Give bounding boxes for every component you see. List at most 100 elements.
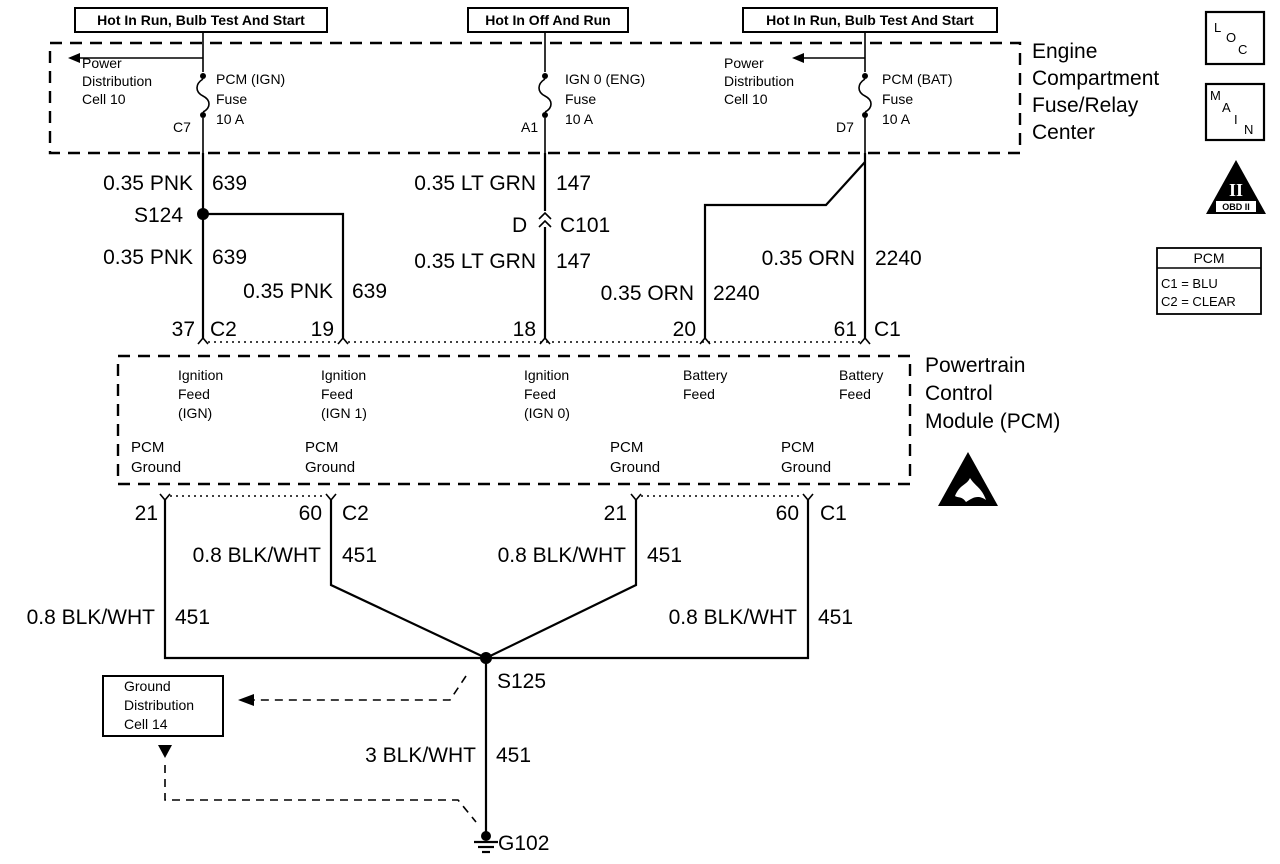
svg-text:PCM: PCM: [781, 439, 814, 456]
svg-text:PCM (BAT): PCM (BAT): [882, 71, 953, 87]
pcm-feed-ign0: Ignition Feed (IGN 0): [524, 367, 570, 421]
svg-text:10 A: 10 A: [565, 111, 594, 127]
svg-text:PCM: PCM: [305, 439, 338, 456]
svg-text:Ground: Ground: [305, 459, 355, 476]
wire-gnd-left-color: 0.8 BLK/WHT: [27, 606, 156, 629]
pcm-lower-pin-markers: [159, 493, 814, 502]
svg-text:Center: Center: [1032, 121, 1095, 144]
main-icon[interactable]: [1204, 82, 1266, 142]
splice-s125: [480, 652, 492, 664]
connector-c101-name: C101: [560, 214, 610, 237]
svg-text:PCM: PCM: [610, 439, 643, 456]
svg-text:Power: Power: [82, 55, 122, 71]
terminal-c7: C7: [173, 119, 191, 135]
fuse-eng-icon: [538, 73, 552, 153]
svg-text:Distribution: Distribution: [82, 73, 152, 89]
splice-s124-label: S124: [134, 204, 183, 227]
svg-text:Ignition: Ignition: [178, 367, 223, 383]
wire-ltgrn-upper-circuit: 147: [556, 172, 591, 195]
wire-orn-branch-color: 0.35 ORN: [601, 282, 694, 305]
connector-c101-pin: D: [512, 214, 527, 237]
svg-text:Cell 14: Cell 14: [124, 716, 168, 732]
wire-gnd-c2-circuit: 451: [342, 544, 377, 567]
pin-60-c1: 60: [776, 502, 799, 525]
wire-gnd-right: [486, 500, 810, 660]
svg-text:L: L: [1214, 20, 1221, 35]
fuse-bat-label: PCM (BAT) Fuse 10 A: [882, 71, 953, 127]
pin-61: 61: [834, 318, 857, 341]
wire-pnk-lower-circuit: 639: [212, 246, 247, 269]
arrow-left-gd-icon: [238, 694, 254, 706]
svg-text:Cell 10: Cell 10: [724, 91, 768, 107]
ground-g102-label: G102: [498, 832, 549, 855]
wire-gnd-c1-mid-color: 0.8 BLK/WHT: [498, 544, 627, 567]
pcm-feed-battery-1: Battery Feed: [683, 367, 727, 402]
header-box-right: [742, 7, 998, 33]
svg-text:Feed: Feed: [683, 386, 715, 402]
svg-text:Feed: Feed: [321, 386, 353, 402]
svg-text:PCM (IGN): PCM (IGN): [216, 71, 285, 87]
svg-text:Ignition: Ignition: [524, 367, 569, 383]
svg-text:IGN 0 (ENG): IGN 0 (ENG): [565, 71, 645, 87]
pin-21-c2: 21: [135, 502, 158, 525]
wire-gnd-c1-mid: [485, 500, 638, 659]
wire-orn-main-color: 0.35 ORN: [762, 247, 855, 270]
svg-text:Battery: Battery: [839, 367, 883, 383]
wire-pnk-upper-color: 0.35 PNK: [103, 172, 193, 195]
pin-c2-upper: C2: [210, 318, 237, 341]
splice-s124: [197, 208, 209, 220]
svg-text:Module (PCM): Module (PCM): [925, 410, 1060, 433]
wire-gnd-c2-color: 0.8 BLK/WHT: [193, 544, 322, 567]
svg-text:10 A: 10 A: [216, 111, 245, 127]
header-right: Hot In Run, Bulb Test And Start: [766, 12, 974, 28]
arrow-right-pd-icon: [792, 53, 804, 63]
wire-gnd-c2: [329, 500, 487, 659]
svg-text:C: C: [1238, 42, 1247, 57]
wire-ltgrn-upper-color: 0.35 LT GRN: [414, 172, 536, 195]
arrow-left-icon: [68, 53, 80, 63]
pcm-title: Powertrain Control Module (PCM): [925, 354, 1060, 433]
wire-orn-branch: [703, 161, 866, 338]
svg-text:Ignition: Ignition: [321, 367, 366, 383]
power-dist-right-label: Power Distribution Cell 10: [724, 55, 794, 107]
header-box-left: [74, 7, 328, 33]
fuse-eng-label: IGN 0 (ENG) Fuse 10 A: [565, 71, 645, 127]
wire-orn-main-circuit: 2240: [875, 247, 922, 270]
svg-text:Powertrain: Powertrain: [925, 354, 1025, 377]
pin-21-c1: 21: [604, 502, 627, 525]
svg-text:PCM: PCM: [131, 439, 164, 456]
ground-distribution-box: [102, 675, 224, 737]
svg-text:10 A: 10 A: [882, 111, 911, 127]
wire-pnk-branch-circuit: 639: [352, 280, 387, 303]
pin-c1-upper: C1: [874, 318, 901, 341]
header-middle: Hot In Off And Run: [485, 12, 610, 28]
fuse-relay-center-box: [48, 41, 1022, 155]
loc-icon[interactable]: [1204, 10, 1266, 66]
ground-dist-ref-line-upper: [252, 675, 467, 701]
svg-text:Feed: Feed: [524, 386, 556, 402]
ground-dist-ref-line-lower: [164, 765, 477, 823]
svg-text:Distribution: Distribution: [724, 73, 794, 89]
pin-60-c2: 60: [299, 502, 322, 525]
svg-text:(IGN 1): (IGN 1): [321, 405, 367, 421]
svg-text:Ground: Ground: [131, 459, 181, 476]
wire-gnd-left-circuit: 451: [175, 606, 210, 629]
wire-ltgrn-lower-circuit: 147: [556, 250, 591, 273]
wire-pnk-upper-circuit: 639: [212, 172, 247, 195]
pcm-ground-2: PCM Ground: [305, 439, 355, 476]
pin-c2-lower: C2: [342, 502, 369, 525]
pin-19: 19: [311, 318, 334, 341]
wire-gnd-right-color: 0.8 BLK/WHT: [669, 606, 798, 629]
svg-text:(IGN 0): (IGN 0): [524, 405, 570, 421]
pcm-ground-4: PCM Ground: [781, 439, 831, 476]
fuse-ign-icon: [196, 73, 210, 153]
svg-text:Engine: Engine: [1032, 40, 1097, 63]
svg-text:Feed: Feed: [839, 386, 871, 402]
svg-text:Fuse/Relay: Fuse/Relay: [1032, 94, 1139, 117]
pcm-feed-battery-2: Battery Feed: [839, 367, 883, 402]
svg-text:Ground: Ground: [610, 459, 660, 476]
wire-gnd-c1-mid-circuit: 451: [647, 544, 682, 567]
svg-text:Cell 10: Cell 10: [82, 91, 126, 107]
svg-text:PCM: PCM: [1193, 250, 1224, 266]
